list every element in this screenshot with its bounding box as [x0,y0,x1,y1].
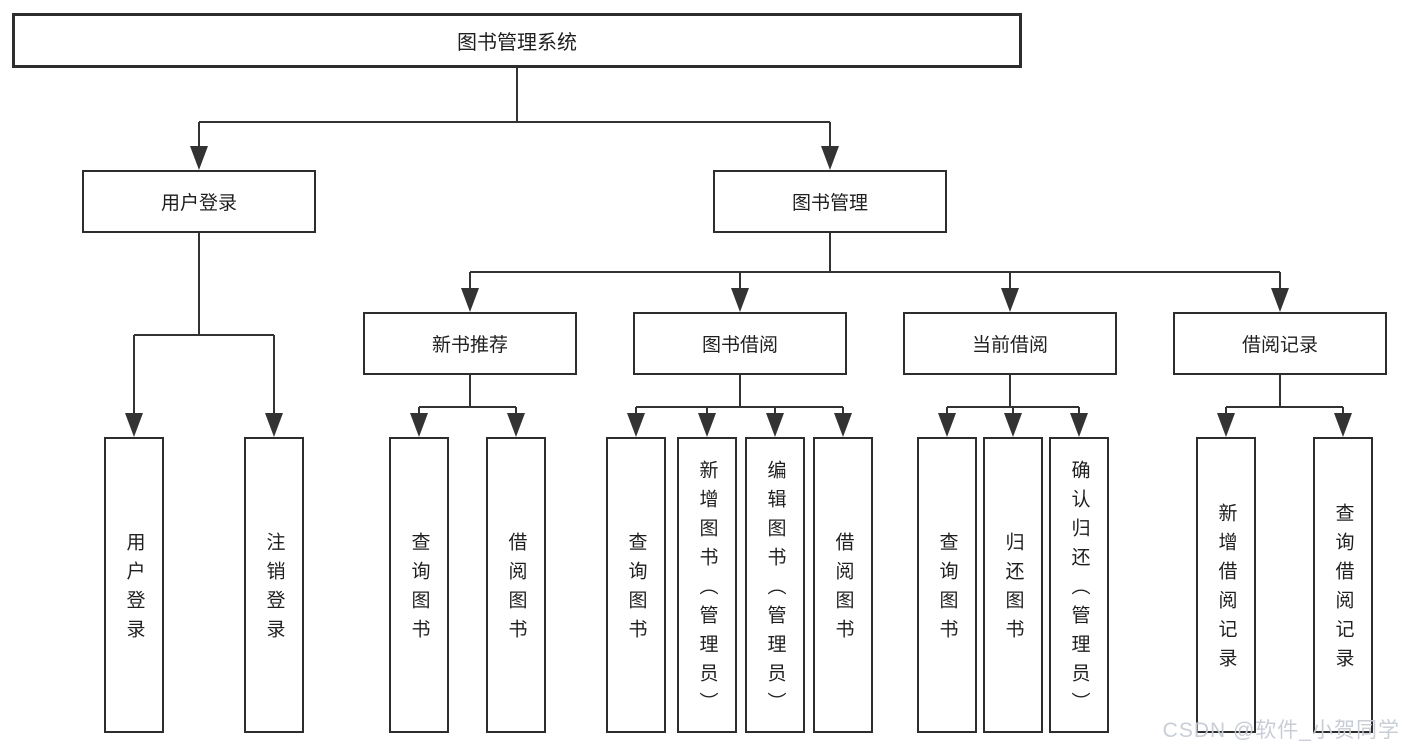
leaf-add-borrow-record-label: 新增借阅记录 [1215,503,1237,677]
arrowhead [834,413,852,437]
node-book-management-label: 图书管理 [791,193,868,214]
arrowhead [265,413,283,437]
leaf-logout: 注销登录 [244,437,304,733]
leaf-user-login-label: 用户登录 [123,532,145,648]
arrowhead [698,413,716,437]
leaf-borrow-books-label: 借阅图书 [832,532,854,648]
node-borrow-records: 借阅记录 [1173,312,1387,375]
connector-root-to-level2 [198,68,831,152]
leaf-query-books-current: 查询图书 [917,437,977,733]
node-borrow-records-label: 借阅记录 [1241,335,1318,356]
node-book-borrow: 图书借阅 [633,312,847,375]
node-user-login-label: 用户登录 [160,193,237,214]
node-root: 图书管理系统 [12,13,1022,68]
node-current-borrow: 当前借阅 [903,312,1117,375]
arrowhead [938,413,956,437]
node-new-book-recommend: 新书推荐 [363,312,577,375]
leaf-borrow-books-newbooks-label: 借阅图书 [505,532,527,648]
leaf-return-books: 归还图书 [983,437,1043,733]
node-book-borrow-label: 图书借阅 [701,335,778,356]
node-current-borrow-label: 当前借阅 [971,335,1048,356]
leaf-add-books-admin-label: 新增图书（管理员） [696,459,718,721]
leaf-query-books-current-label: 查询图书 [936,532,958,648]
arrowhead [507,413,525,437]
leaf-user-login: 用户登录 [104,437,164,733]
arrowhead [1070,413,1088,437]
leaf-add-books-admin: 新增图书（管理员） [677,437,737,733]
arrowhead [821,146,839,170]
watermark: CSDN @软件_小贺同学 [1162,719,1400,742]
arrowhead [1334,413,1352,437]
arrowhead [1004,413,1022,437]
connector-bookmgmt-to-level3 [469,233,1281,294]
leaf-borrow-books: 借阅图书 [813,437,873,733]
leaf-return-books-label: 归还图书 [1002,532,1024,648]
connector-borrowrec-to-leaves [1225,375,1344,419]
connector-curborrow-to-leaves [946,375,1080,419]
node-root-label: 图书管理系统 [457,32,577,54]
node-book-management: 图书管理 [713,170,947,233]
node-new-book-recommend-label: 新书推荐 [431,335,508,356]
arrowhead [1271,288,1289,312]
leaf-edit-books-admin-label: 编辑图书（管理员） [764,459,786,721]
arrowhead [190,146,208,170]
arrowhead [766,413,784,437]
arrowhead [731,288,749,312]
leaf-borrow-books-newbooks: 借阅图书 [486,437,546,733]
leaf-query-books-borrow-label: 查询图书 [625,532,647,648]
arrowhead [461,288,479,312]
connector-userlogin-to-leaves [133,233,275,419]
leaf-query-books-newbooks: 查询图书 [389,437,449,733]
node-user-login: 用户登录 [82,170,316,233]
arrowhead [627,413,645,437]
leaf-query-borrow-record: 查询借阅记录 [1313,437,1373,733]
connector-bookborrow-to-leaves [635,375,844,419]
leaf-query-books-newbooks-label: 查询图书 [408,532,430,648]
leaf-query-books-borrow: 查询图书 [606,437,666,733]
arrowhead [1001,288,1019,312]
connector-newbooks-to-leaves [418,375,517,419]
leaf-add-borrow-record: 新增借阅记录 [1196,437,1256,733]
arrowhead [1217,413,1235,437]
arrowhead [125,413,143,437]
leaf-logout-label: 注销登录 [263,532,285,648]
arrowhead [410,413,428,437]
leaf-confirm-return-admin: 确认归还（管理员） [1049,437,1109,733]
leaf-confirm-return-admin-label: 确认归还（管理员） [1068,459,1090,721]
leaf-query-borrow-record-label: 查询借阅记录 [1332,503,1354,677]
leaf-edit-books-admin: 编辑图书（管理员） [745,437,805,733]
